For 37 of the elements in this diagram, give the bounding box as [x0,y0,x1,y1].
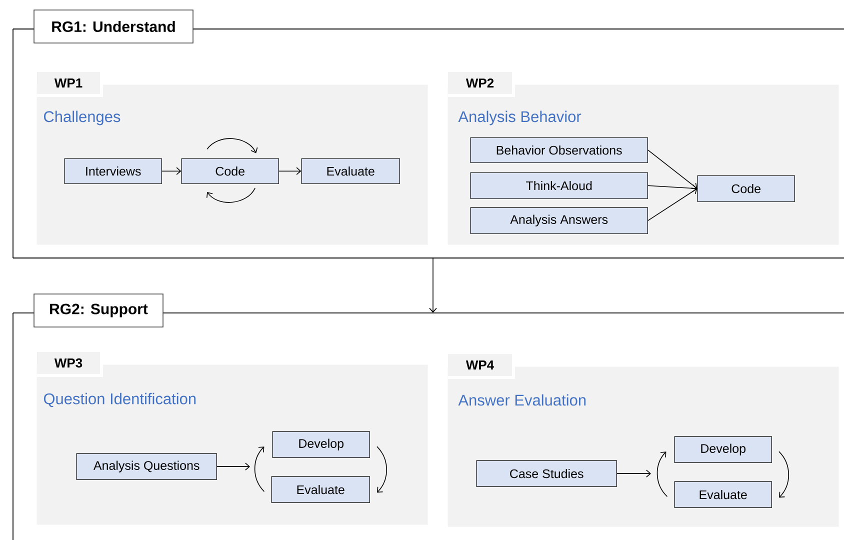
process-box: Behavior Observations [470,137,648,163]
process-box: Think-Aloud [470,172,648,199]
arrow [656,452,668,497]
arrow [206,138,258,154]
process-box: Interviews [64,158,162,184]
arrow [206,188,256,203]
arrow [429,258,437,313]
panel-tab: WP4 [448,354,515,379]
arrow [648,150,698,189]
process-box: Develop [674,436,772,463]
process-box: Code [697,175,795,202]
panel-title: Answer Evaluation [458,394,586,406]
panel-tab: WP1 [37,72,103,97]
group-tab: RG2: Support [34,294,164,328]
panel-tab: WP3 [37,352,103,377]
panel-title: Challenges [44,110,120,126]
arrow [278,167,302,175]
arrow [648,188,698,221]
process-box: Evaluate [271,476,370,503]
process-box: Analysis Answers [470,207,648,234]
process-box: Evaluate [301,158,400,184]
process-box: Analysis Questions [76,453,217,480]
arrow [254,446,265,492]
process-box: Case Studies [476,460,617,487]
arrow [162,167,182,175]
process-box: Code [181,158,279,184]
arrow [216,462,250,470]
process-box: Evaluate [674,481,772,508]
process-box: Develop [272,431,370,458]
panel-title: Question Identification [44,392,196,408]
arrow [778,451,789,498]
arrow [648,184,698,192]
group-tab: RG1: Understand [34,10,194,44]
panel-tab: WP2 [448,72,515,97]
panel-title: Analysis Behavior [458,110,582,126]
arrow [616,470,651,478]
arrow [376,446,387,493]
